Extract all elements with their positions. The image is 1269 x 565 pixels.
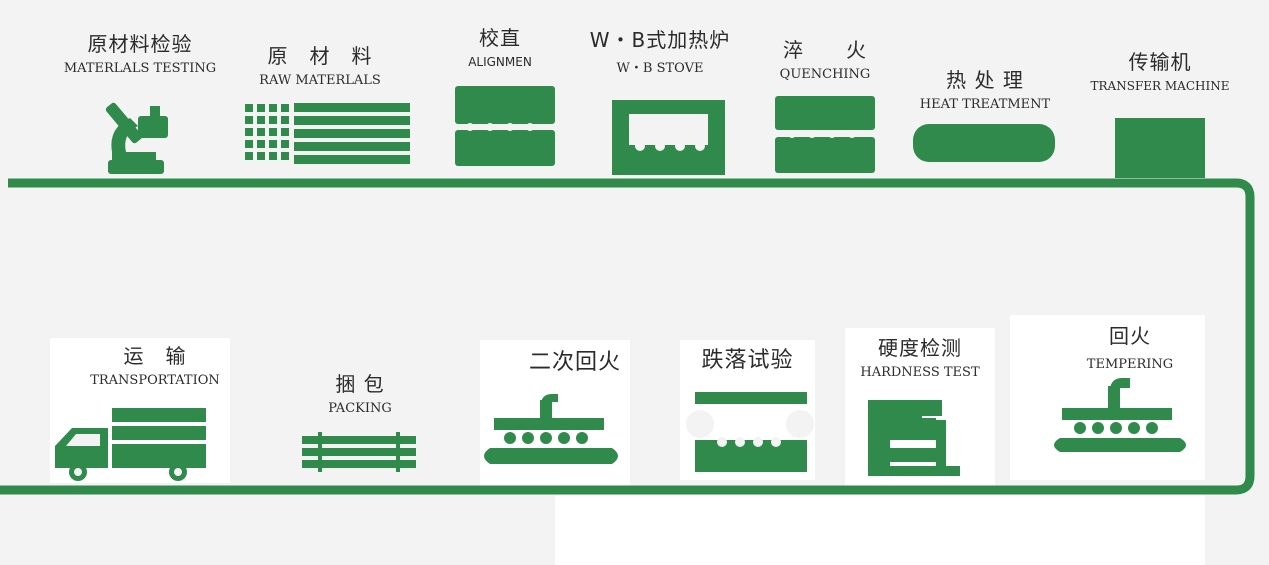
step-second-tempering: 二次回火 (505, 344, 645, 376)
step-alignment: 校直 ALIGNMEN (445, 22, 555, 69)
heat-treatment-icon (913, 124, 1055, 162)
tempering-furnace-icon (1054, 378, 1186, 452)
panel-second-tempering (480, 340, 630, 490)
step-cn-label: 热 处 理 (946, 68, 1024, 92)
panel-tempering (1010, 315, 1205, 480)
step-cn-label: 原材料检验 (87, 32, 193, 56)
conveyor-line (0, 178, 1255, 495)
step-en-label: QUENCHING (779, 67, 871, 82)
step-en-label: W・B STOVE (616, 61, 704, 76)
step-cn-label: 回火 (1109, 324, 1151, 348)
quenching-machine-icon (775, 96, 875, 173)
panel-bottom (555, 495, 1205, 565)
step-en-label: RAW MATERLALS (259, 73, 381, 88)
second-tempering-furnace-icon (484, 394, 618, 464)
step-cn-label: 跌落试验 (701, 348, 794, 373)
step-cn-label: 二次回火 (528, 350, 621, 375)
microscope-icon (105, 102, 168, 174)
step-en-label: HEAT TREATMENT (919, 97, 1051, 112)
step-transportation: 运 输 TRANSPORTATION (70, 340, 240, 388)
step-cn-label: 传输机 (1128, 50, 1192, 74)
step-materials-testing: 原材料检验 MATERLALS TESTING (50, 28, 230, 76)
step-cn-label: 校直 (479, 26, 521, 50)
bundle-icon (302, 432, 416, 472)
drop-test-icon (686, 392, 814, 472)
step-hardness-test: 硬度检测 HARDNESS TEST (840, 332, 1000, 380)
step-en-label: ALIGNMEN (468, 55, 532, 69)
step-drop-test: 跌落试验 (680, 342, 815, 374)
step-cn-label: 捆 包 (335, 372, 385, 396)
step-heat-treatment: 热 处 理 HEAT TREATMENT (900, 64, 1070, 112)
step-cn-label: W・B式加热炉 (589, 28, 731, 52)
step-quenching: 淬 火 QUENCHING (765, 34, 885, 82)
step-en-label: TRANSFER MACHINE (1090, 79, 1230, 93)
step-transfer-machine: 传输机 TRANSFER MACHINE (1085, 46, 1235, 93)
step-en-label: PACKING (328, 401, 392, 416)
step-cn-label: 运 输 (123, 344, 187, 368)
step-tempering: 回火 TEMPERING (1060, 320, 1200, 372)
step-cn-label: 淬 火 (783, 38, 867, 62)
truck-icon (55, 408, 206, 481)
transfer-machine-icon (1115, 118, 1205, 178)
straightening-press-icon (455, 86, 555, 166)
heating-furnace-icon (612, 100, 725, 175)
step-cn-label: 硬度检测 (878, 336, 962, 360)
step-wb-stove: W・B式加热炉 W・B STOVE (570, 24, 750, 76)
step-en-label: TRANSPORTATION (90, 373, 220, 388)
step-raw-materials: 原 材 料 RAW MATERLALS (240, 40, 400, 88)
step-cn-label: 原 材 料 (267, 44, 373, 68)
step-en-label: MATERLALS TESTING (63, 61, 217, 76)
raw-materials-icon (245, 103, 410, 164)
step-packing: 捆 包 PACKING (300, 368, 420, 416)
hardness-tester-icon (868, 400, 960, 476)
step-en-label: HARDNESS TEST (860, 365, 980, 380)
step-en-label: TEMPERING (1086, 357, 1174, 372)
